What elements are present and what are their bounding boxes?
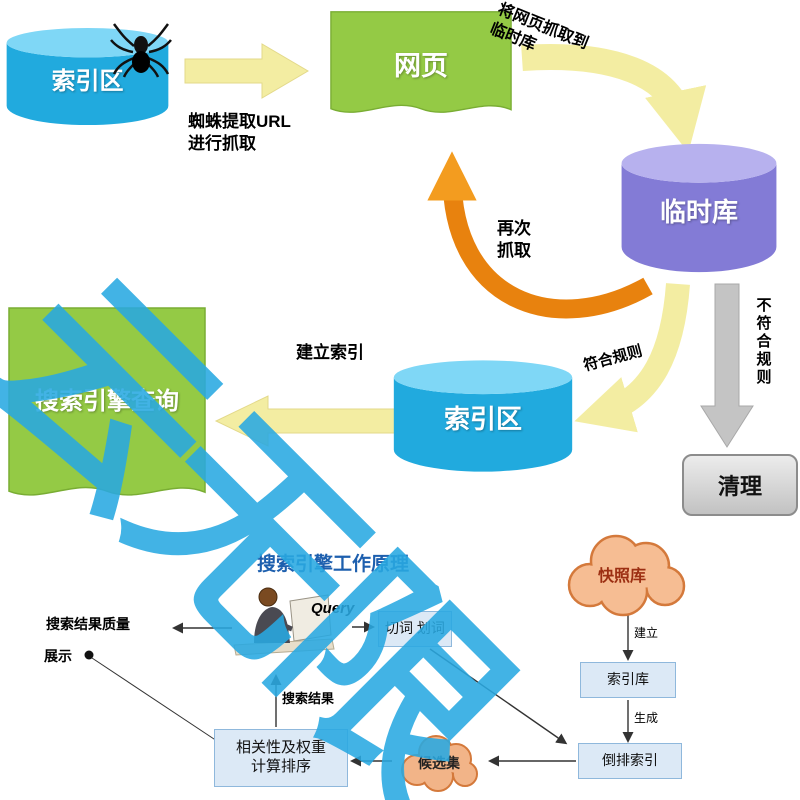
index-db-left-label: 索引区	[51, 68, 124, 95]
temp-db-cylinder: 临时库	[620, 140, 778, 276]
index-db-mid-label: 索引区	[443, 404, 522, 434]
label-generate: 生成	[634, 711, 659, 725]
label-result-quality: 搜索结果质量	[46, 616, 130, 632]
rank-label-line1: 相关性及权重	[235, 739, 326, 757]
search-query-label: 搜索引擎查询	[35, 388, 179, 415]
bottom-title: 搜索引擎工作原理	[257, 554, 410, 575]
arrow-indexdb-to-webpage	[184, 43, 309, 99]
arrow-tempdb-to-indexdb	[574, 283, 690, 433]
arrow-segment-to-inverted	[429, 648, 568, 745]
label-search-result: 搜索结果	[282, 691, 335, 706]
rank-label-line2: 计算排序	[250, 758, 311, 775]
cloud-shape	[401, 735, 478, 792]
label-build-index: 建立索引	[296, 343, 364, 362]
arrow-tempdb-to-webpage-orange	[427, 151, 653, 319]
arrow-tempdb-to-clean	[700, 283, 754, 448]
display-anchor-dot	[84, 650, 94, 660]
index-db-box-label: 索引库	[607, 671, 649, 688]
label-recrawl: 再次抓取	[497, 219, 531, 261]
snapshot-db-cloud: 快照库	[560, 533, 692, 617]
label-display: 展示	[44, 648, 72, 664]
doc-shape	[8, 307, 206, 496]
inverted-index-box: 倒排索引	[578, 743, 682, 779]
arrow-webpage-to-tempdb	[521, 44, 707, 153]
word-segment-box: 切词 划词	[378, 611, 452, 647]
candidate-set-label: 候选集	[418, 755, 460, 771]
line-display-to-rank	[91, 657, 221, 744]
snapshot-db-label: 快照库	[598, 568, 647, 585]
cylinder-shape	[621, 143, 777, 273]
user-at-computer-icon	[233, 587, 335, 656]
search-query-doc: 搜索引擎查询	[8, 306, 206, 514]
word-segment-label: 切词 划词	[385, 620, 445, 637]
temp-db-label: 临时库	[659, 197, 738, 227]
cloud-shape	[567, 534, 686, 617]
label-query: Query	[311, 600, 355, 617]
label-not-match-rule: 不符合规则	[754, 297, 772, 387]
clean-box: 清理	[682, 454, 798, 516]
label-build: 建立	[634, 626, 659, 640]
inverted-index-label: 倒排索引	[602, 752, 658, 769]
webpage-doc: 网页	[330, 10, 512, 130]
arrow-indexdb-to-querydoc	[214, 395, 396, 447]
spider-icon	[110, 23, 172, 78]
clean-label: 清理	[717, 474, 762, 499]
webpage-label: 网页	[394, 51, 448, 81]
index-db-mid-cylinder: 索引区	[392, 357, 574, 475]
index-db-box: 索引库	[580, 662, 676, 698]
doc-shape	[330, 11, 512, 113]
cylinder-shape	[393, 360, 573, 472]
candidate-set-cloud: 候选集	[393, 732, 489, 794]
rank-box: 相关性及权重 计算排序	[214, 729, 348, 787]
